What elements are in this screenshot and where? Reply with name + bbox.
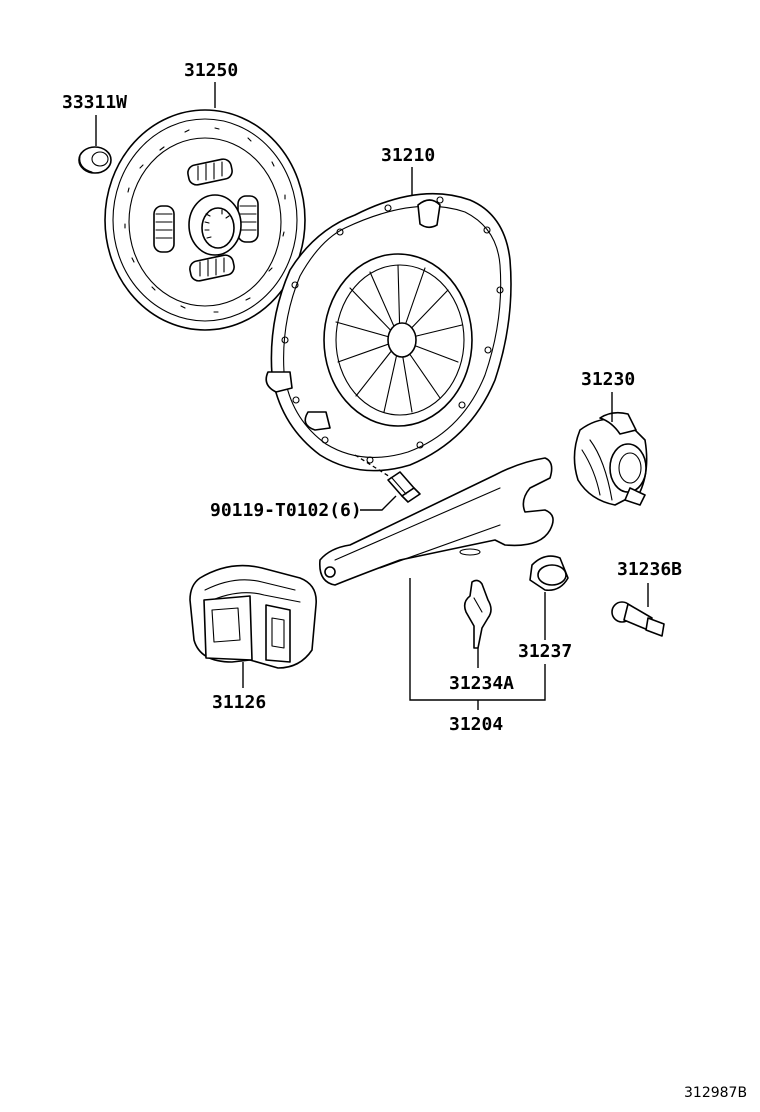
pivot-stud bbox=[611, 601, 665, 637]
release-bearing bbox=[573, 411, 648, 506]
cover-bolt bbox=[387, 471, 421, 503]
leader-lines bbox=[95, 82, 649, 710]
label-31230: 31230 bbox=[581, 369, 635, 390]
bolt-alignment-line bbox=[354, 454, 396, 481]
label-31236b: 31236B bbox=[617, 559, 682, 580]
label-31234a: 31234A bbox=[449, 673, 514, 694]
pilot-bearing bbox=[78, 146, 112, 174]
label-31237: 31237 bbox=[518, 641, 572, 662]
label-31210: 31210 bbox=[381, 145, 435, 166]
label-33311w: 33311W bbox=[62, 92, 127, 113]
reference-code: 312987B bbox=[684, 1085, 747, 1101]
label-31204: 31204 bbox=[449, 714, 503, 735]
clutch-disc bbox=[104, 109, 306, 331]
release-fork bbox=[318, 457, 554, 586]
clutch-cover bbox=[265, 192, 512, 472]
spring-clip bbox=[463, 579, 492, 649]
label-31126: 31126 bbox=[212, 692, 266, 713]
label-31250: 31250 bbox=[184, 60, 238, 81]
fork-bushing bbox=[529, 555, 569, 592]
dust-boot bbox=[189, 564, 317, 669]
label-90119-t0102: 90119-T0102(6) bbox=[210, 500, 362, 521]
